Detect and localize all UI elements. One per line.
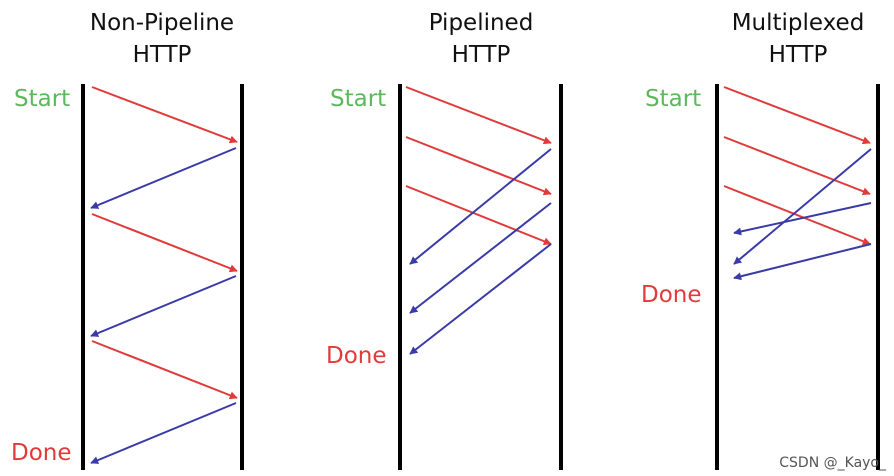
watermark: CSDN @_Kayo_ <box>779 455 887 471</box>
panel-title-line2: HTTP <box>769 42 828 68</box>
response-arrow <box>409 202 552 314</box>
panel-non-pipeline: Non-Pipeline HTTP Start Done <box>11 10 244 470</box>
request-arrow <box>723 86 871 145</box>
response-arrow <box>90 147 237 209</box>
request-arrow <box>405 86 552 145</box>
request-arrow <box>405 185 552 246</box>
panel-pipelined: Pipelined HTTP Start Done <box>326 10 563 470</box>
start-label: Start <box>14 86 70 112</box>
request-arrow <box>723 185 871 246</box>
done-label: Done <box>326 343 387 369</box>
response-arrow <box>733 202 872 236</box>
panel-title-line2: HTTP <box>133 42 192 68</box>
panel-title-line1: Multiplexed <box>732 10 865 36</box>
panel-title-line2: HTTP <box>452 42 511 68</box>
request-arrow <box>91 340 238 400</box>
done-label: Done <box>641 282 702 308</box>
response-arrow <box>733 243 872 281</box>
done-label: Done <box>11 440 72 466</box>
start-label: Start <box>330 86 386 112</box>
panel-title-line1: Pipelined <box>429 10 534 36</box>
response-arrow <box>90 275 237 337</box>
response-arrow <box>90 402 237 464</box>
response-arrow <box>733 148 872 265</box>
request-arrow <box>723 136 871 196</box>
response-arrow <box>409 148 552 265</box>
request-arrow <box>91 213 238 273</box>
panel-multiplexed: Multiplexed HTTP Start Done <box>641 10 880 470</box>
start-label: Start <box>645 86 701 112</box>
panel-title-line1: Non-Pipeline <box>90 10 234 36</box>
request-arrow <box>405 136 552 196</box>
response-arrow <box>409 243 552 355</box>
request-arrow <box>91 86 238 144</box>
